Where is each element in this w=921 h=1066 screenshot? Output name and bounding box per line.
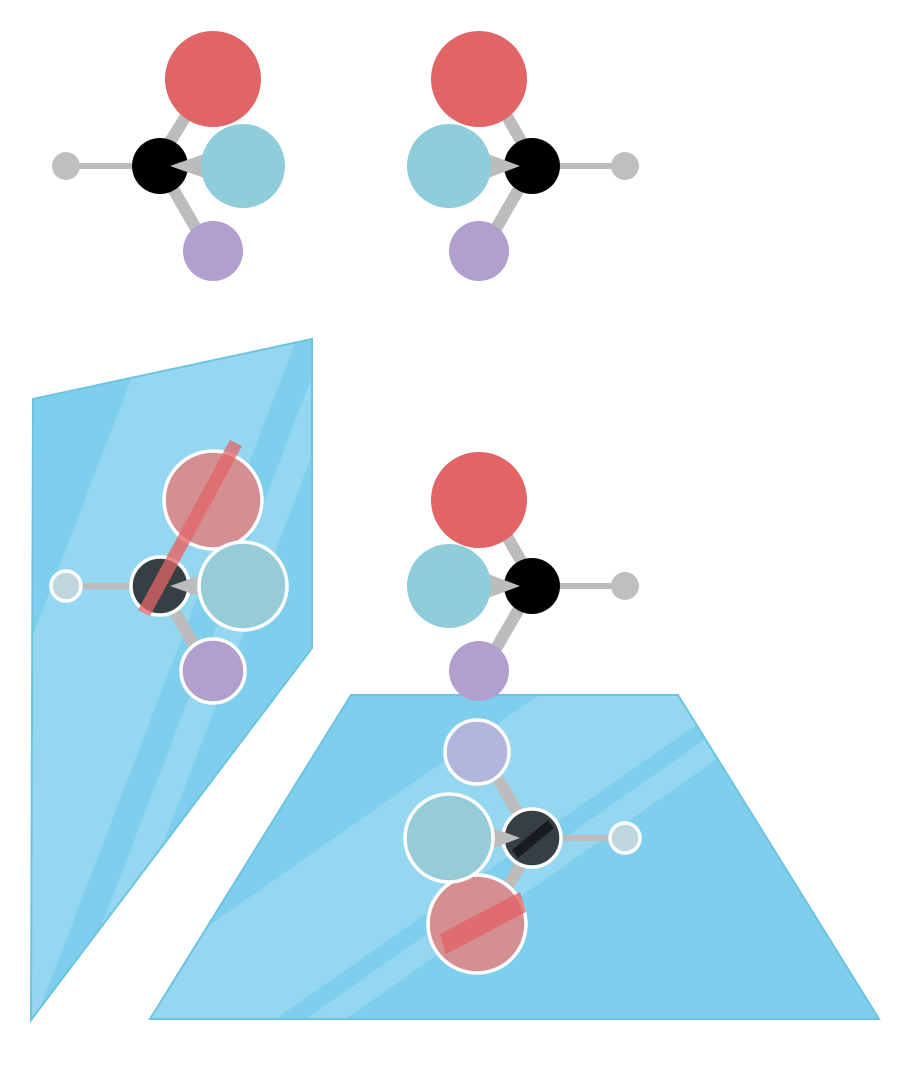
molecule-above-mirror [407, 452, 639, 701]
cyan-atom [201, 124, 285, 208]
red-atom [431, 452, 527, 548]
mirror-edge [29, 337, 313, 1023]
hydrogen-atom [608, 821, 642, 855]
wedge-bond [488, 826, 520, 850]
carbon-atom [504, 138, 560, 194]
cyan-atom [197, 540, 289, 632]
wedge-bond [170, 154, 204, 178]
purple-atom [179, 637, 247, 705]
wedge-bond [488, 154, 520, 178]
red-atom [165, 31, 261, 127]
purple-atom [183, 221, 243, 281]
purple-atom [443, 718, 511, 786]
molecule-right [407, 31, 639, 281]
cyan-atom [403, 792, 495, 884]
cyan-atom [407, 544, 491, 628]
red-atom [431, 31, 527, 127]
reflected-molecule-vertical [49, 440, 289, 705]
hydrogen-atom [52, 152, 80, 180]
purple-atom [449, 221, 509, 281]
hydrogen-atom [49, 569, 83, 603]
red-atom [162, 449, 264, 551]
mirror-edge [148, 694, 881, 1020]
carbon-atom [504, 558, 560, 614]
hydrogen-atom [611, 152, 639, 180]
hydrogen-atom [611, 572, 639, 600]
molecule-left [52, 31, 285, 281]
cyan-atom [407, 124, 491, 208]
carbon-atom [132, 138, 188, 194]
wedge-bond [170, 574, 204, 598]
reflected-molecule-horizontal [403, 718, 642, 975]
wedge-bond [488, 574, 520, 598]
purple-atom [449, 641, 509, 701]
reflection-highlight [138, 440, 242, 616]
reflection-highlight [440, 820, 554, 954]
